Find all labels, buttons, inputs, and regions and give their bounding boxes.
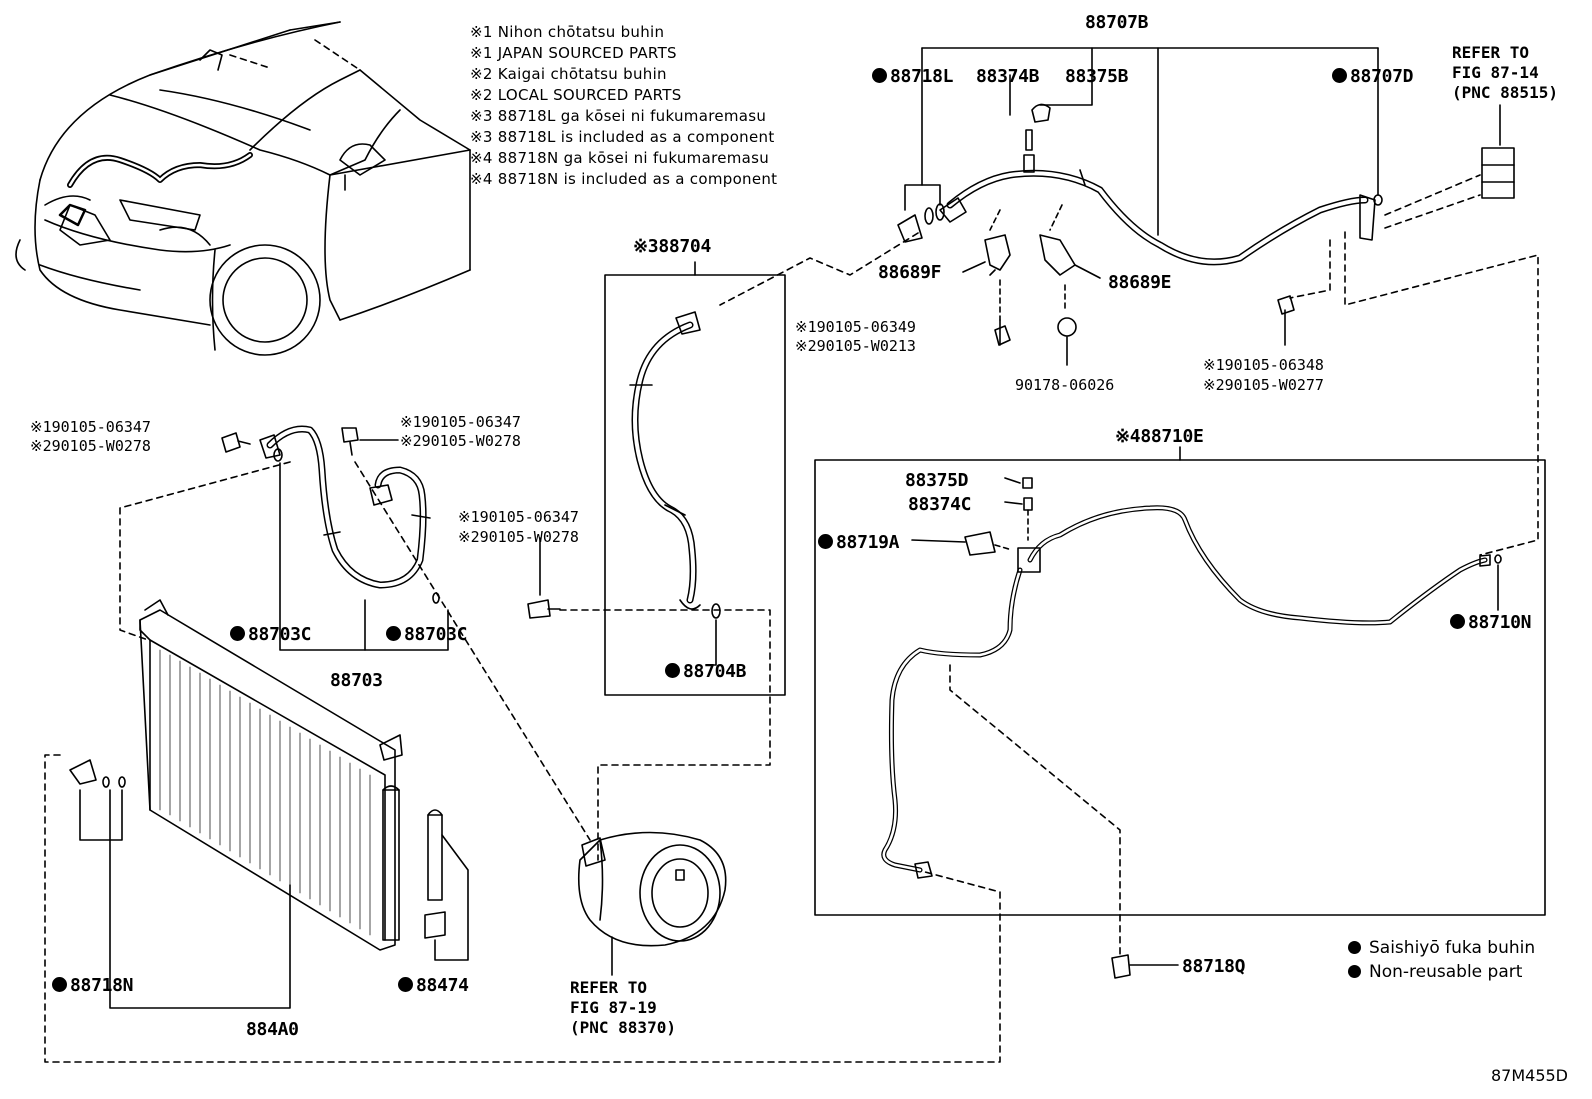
label-88703[interactable]: 88703 xyxy=(330,670,383,691)
ref-line: FIG 87-14 xyxy=(1452,63,1539,82)
ref-fig-87-14[interactable]: REFER TO FIG 87-14 (PNC 88515) xyxy=(1452,43,1558,103)
label-88374B[interactable]: 88374B xyxy=(976,66,1040,87)
label-bolt-90105-W0277[interactable]: ※290105-W0277 xyxy=(1203,376,1324,394)
label-90178-06026[interactable]: 90178-06026 xyxy=(1015,376,1115,394)
note-line: ※2 LOCAL SOURCED PARTS xyxy=(470,86,682,104)
non-reusable-bullet-icon xyxy=(1450,614,1465,629)
label-88707B[interactable]: 88707B xyxy=(1085,12,1149,33)
note-line: ※2 Kaigai chōtatsu buhin xyxy=(470,65,667,83)
non-reusable-bullet-icon xyxy=(230,626,245,641)
label-88718L[interactable]: 88718L xyxy=(872,66,954,87)
label-bolt-90105-W0278-left[interactable]: ※290105-W0278 xyxy=(30,437,151,455)
liquid-tube-88703 xyxy=(119,425,591,841)
diagram-code: 87M455D xyxy=(1490,1066,1568,1085)
bolts-left xyxy=(221,427,561,619)
label-88689F[interactable]: 88689F xyxy=(878,262,942,283)
ref-line: REFER TO xyxy=(570,978,648,997)
non-reusable-bullet-icon xyxy=(818,534,833,549)
non-reusable-bullet-icon xyxy=(665,663,680,678)
note-line: ※1 JAPAN SOURCED PARTS xyxy=(470,44,677,62)
label-88474[interactable]: 88474 xyxy=(398,975,469,996)
compressor xyxy=(577,831,727,976)
ref-line: (PNC 88370) xyxy=(570,1018,676,1037)
condenser-884A0 xyxy=(44,599,1001,1063)
notes-block: ※1 Nihon chōtatsu buhin ※1 JAPAN SOURCED… xyxy=(470,22,777,190)
label-88374C[interactable]: 88374C xyxy=(908,494,972,515)
label-88375D[interactable]: 88375D xyxy=(905,470,969,491)
bullet-icon xyxy=(1348,965,1361,978)
ref-line: FIG 87-19 xyxy=(570,998,657,1017)
label-88710E[interactable]: ※488710E xyxy=(1115,426,1204,447)
note-line: ※3 88718L ga kōsei ni fukumaremasu xyxy=(470,107,767,125)
discharge-hose-88707B xyxy=(719,47,1539,556)
vehicle-illustration xyxy=(15,21,471,356)
label-88689E[interactable]: 88689E xyxy=(1108,272,1172,293)
label-88375B[interactable]: 88375B xyxy=(1065,66,1129,87)
label-88710N[interactable]: 88710N xyxy=(1450,612,1532,633)
label-bolt-90105-06347-right[interactable]: ※190105-06347 xyxy=(458,508,579,526)
tube-88710E xyxy=(814,446,1546,979)
label-bolt-90105-W0278-right[interactable]: ※290105-W0278 xyxy=(458,528,579,546)
note-line: ※4 88718N ga kōsei ni fukumaremasu xyxy=(470,149,770,167)
label-88704[interactable]: ※388704 xyxy=(633,236,712,257)
label-88703C-right[interactable]: 88703C xyxy=(386,624,468,645)
legend-row-jp: Saishiyō fuka buhin xyxy=(1348,936,1535,960)
legend: Saishiyō fuka buhin Non-reusable part xyxy=(1348,936,1535,984)
ref-fig-87-19[interactable]: REFER TO FIG 87-19 (PNC 88370) xyxy=(570,978,676,1038)
non-reusable-bullet-icon xyxy=(52,977,67,992)
label-bolt-90105-06347-left[interactable]: ※190105-06347 xyxy=(30,418,151,436)
non-reusable-bullet-icon xyxy=(398,977,413,992)
label-bolt-90105-W0213[interactable]: ※290105-W0213 xyxy=(795,337,916,355)
bullet-icon xyxy=(1348,941,1361,954)
note-line: ※1 Nihon chōtatsu buhin xyxy=(470,23,665,41)
label-bolt-90105-06348[interactable]: ※190105-06348 xyxy=(1203,356,1324,374)
label-88707D[interactable]: 88707D xyxy=(1332,66,1414,87)
non-reusable-bullet-icon xyxy=(386,626,401,641)
label-bolt-90105-W0278-mid[interactable]: ※290105-W0278 xyxy=(400,432,521,450)
label-884A0[interactable]: 884A0 xyxy=(246,1019,299,1040)
legend-row-en: Non-reusable part xyxy=(1348,960,1535,984)
label-88719A[interactable]: 88719A xyxy=(818,532,900,553)
label-88718Q[interactable]: 88718Q xyxy=(1182,956,1246,977)
label-bolt-90105-06349[interactable]: ※190105-06349 xyxy=(795,318,916,336)
label-88718N[interactable]: 88718N xyxy=(52,975,134,996)
label-88704B[interactable]: 88704B xyxy=(665,661,747,682)
suction-hose-88704 xyxy=(559,261,786,861)
note-line: ※3 88718L is included as a component xyxy=(470,128,775,146)
non-reusable-bullet-icon xyxy=(872,68,887,83)
ref-line: REFER TO xyxy=(1452,43,1530,62)
note-line: ※4 88718N is included as a component xyxy=(470,170,778,188)
non-reusable-bullet-icon xyxy=(1332,68,1347,83)
label-88703C-left[interactable]: 88703C xyxy=(230,624,312,645)
label-bolt-90105-06347-mid[interactable]: ※190105-06347 xyxy=(400,413,521,431)
ref-line: (PNC 88515) xyxy=(1452,83,1558,102)
